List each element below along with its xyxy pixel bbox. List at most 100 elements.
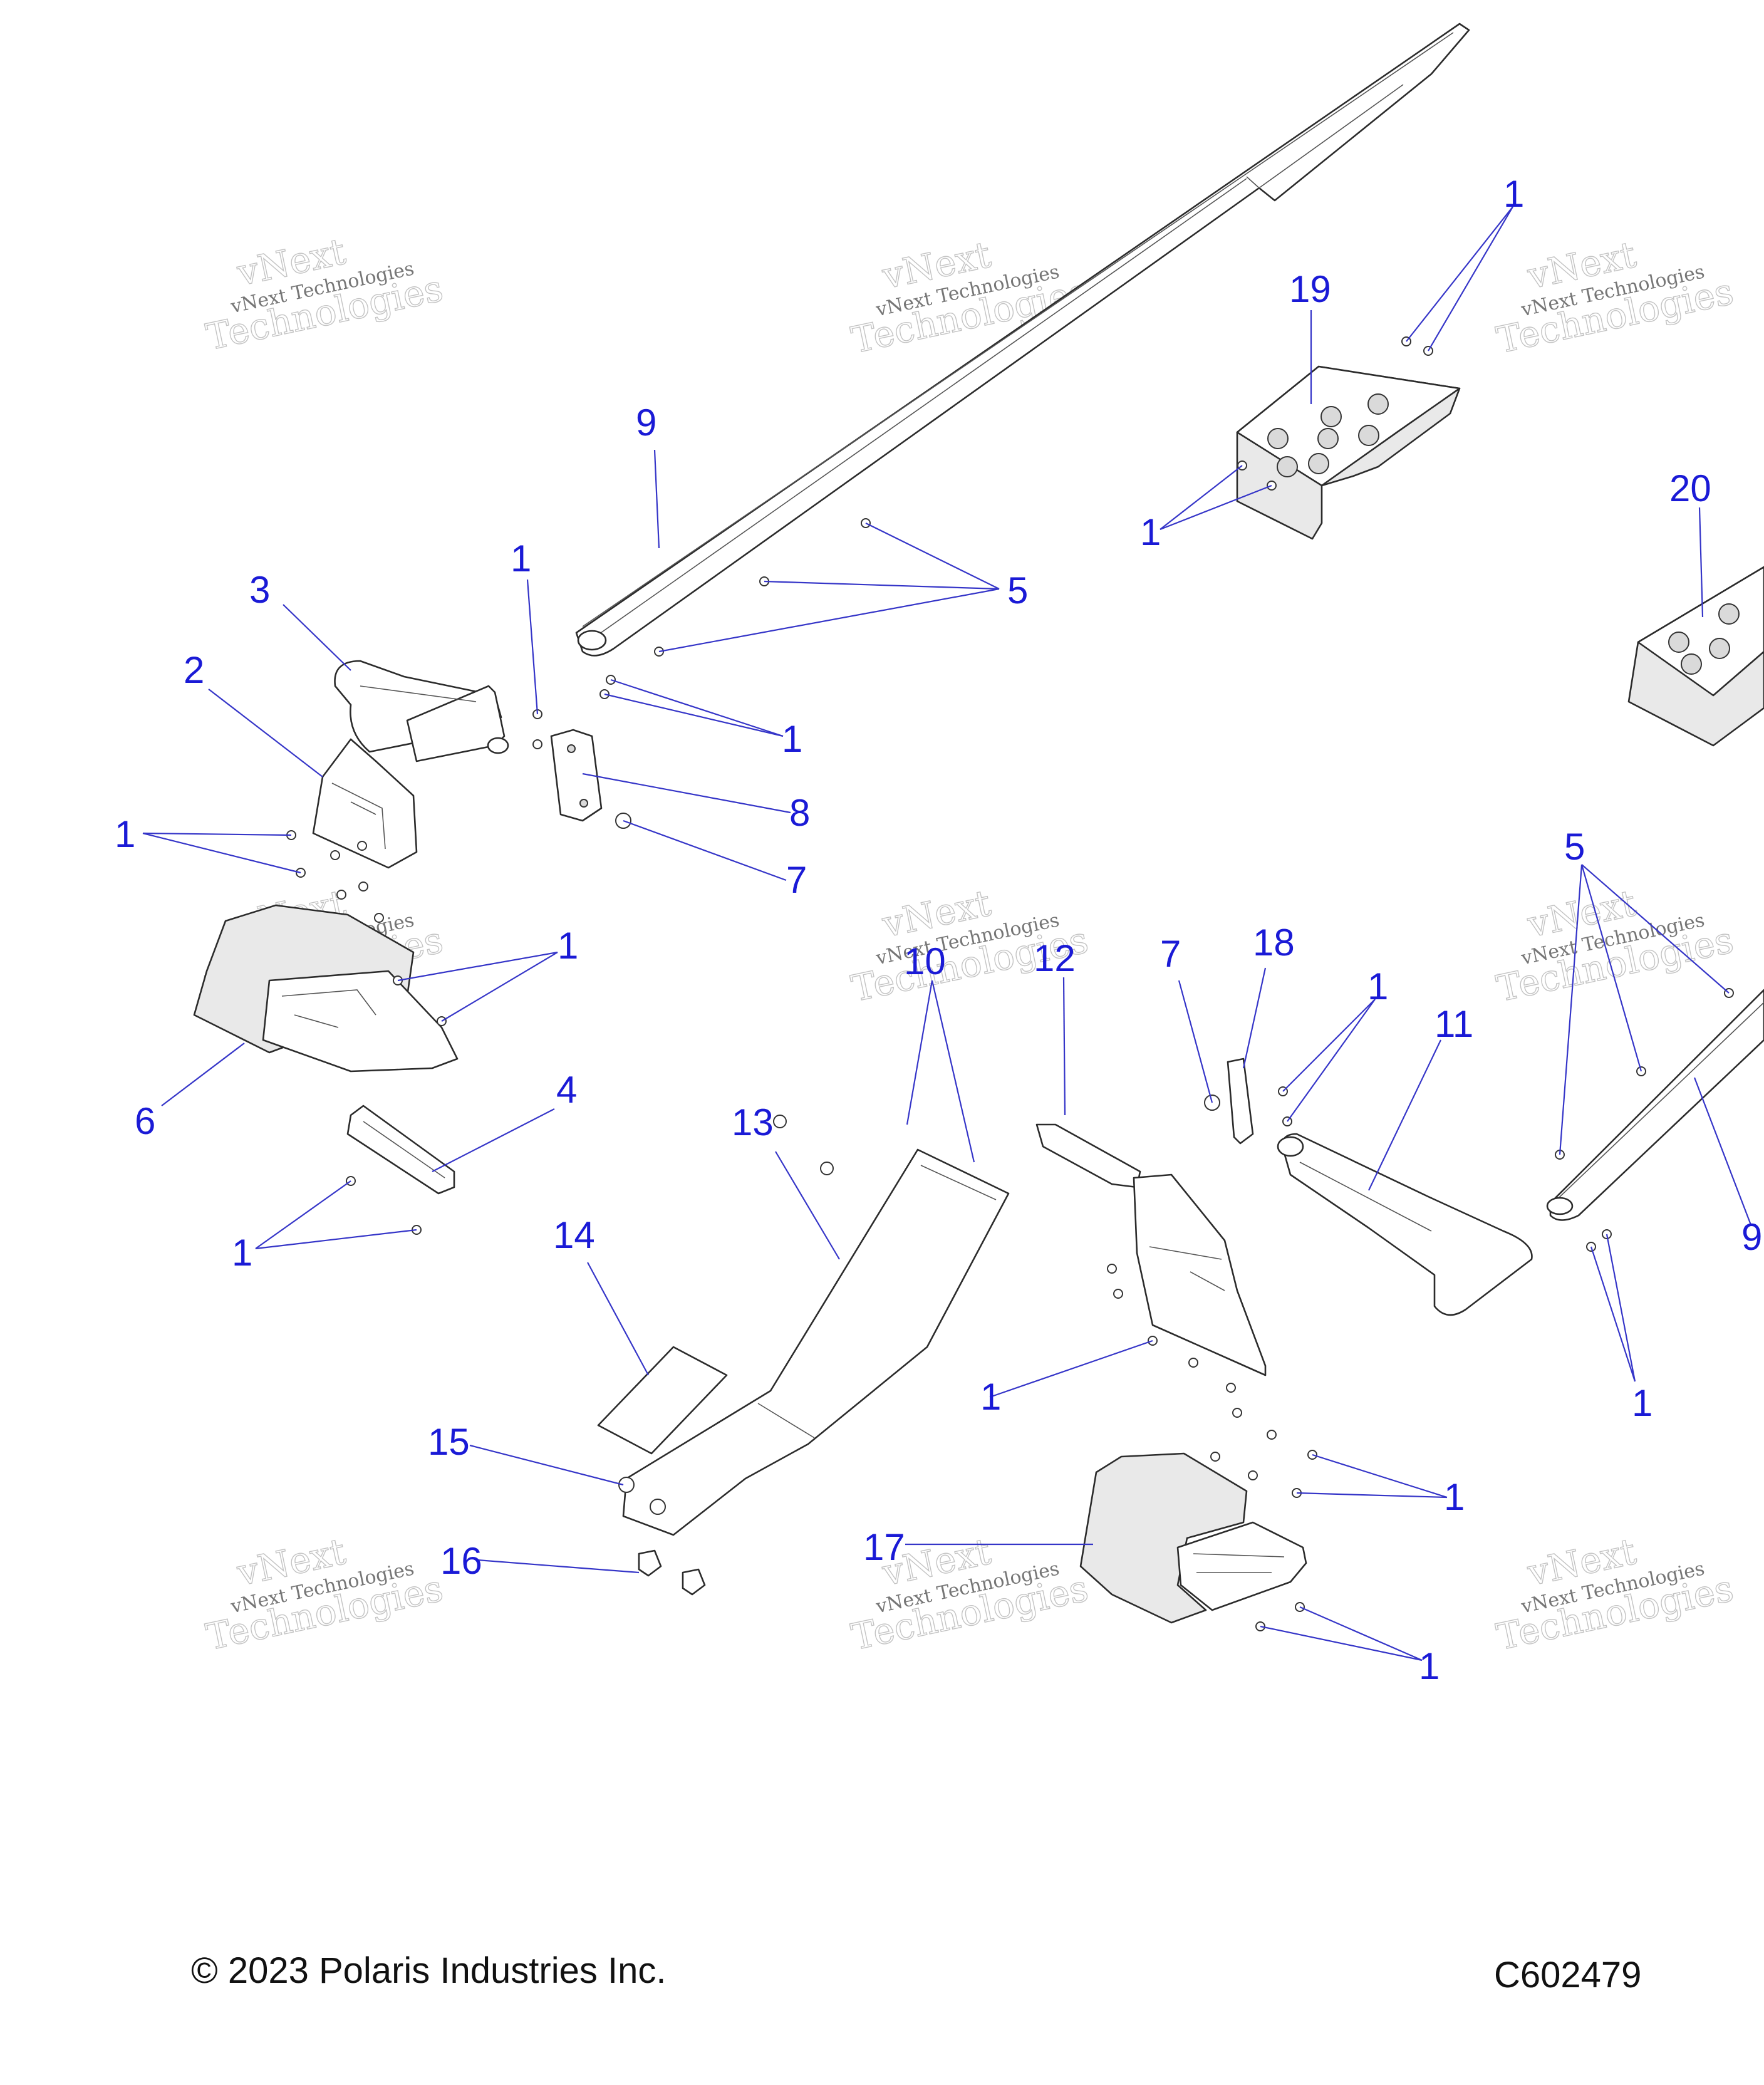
leader-line	[623, 819, 787, 881]
leader-line	[432, 1108, 555, 1172]
watermark: vNext vNext Technologies Technologies	[1493, 1529, 1738, 1659]
callout-label: 1	[1367, 965, 1388, 1007]
part-20-step-bracket	[1627, 566, 1764, 747]
leader-line	[931, 980, 975, 1163]
leader-line	[1428, 206, 1513, 351]
leader-line	[764, 580, 1000, 590]
watermark-group: vNext vNext Technologies Technologies vN…	[202, 229, 1738, 1659]
callout-label: 18	[1253, 922, 1295, 964]
part-4-angle-bracket	[346, 1105, 455, 1195]
part-14-decal	[597, 1346, 728, 1455]
part-13-floor-plate	[622, 1148, 1010, 1536]
callout-labels: 1 1 1 1 1 1 1 1 1 1 1 1 1 2 3 4 5 5 6 7 …	[115, 173, 1762, 1687]
leader-line	[255, 1180, 351, 1249]
callout-label: 14	[553, 1214, 595, 1256]
part-11-grab-handle	[1277, 1133, 1533, 1316]
part-19-step-bracket	[1236, 365, 1461, 540]
leader-line	[1559, 864, 1583, 1155]
part-9-rail-upper	[575, 23, 1470, 657]
screw-icon	[1248, 1470, 1258, 1480]
screw-icon	[336, 890, 346, 900]
leader-line	[1242, 967, 1267, 1069]
screw-icon	[357, 841, 367, 851]
leader-line	[1287, 999, 1376, 1122]
leader-line	[906, 980, 933, 1125]
screw-icon	[820, 1162, 834, 1175]
leader-line	[610, 679, 784, 737]
callout-label: 11	[1435, 1003, 1473, 1045]
leader-line	[658, 588, 1000, 653]
callout-label: 1	[980, 1376, 1001, 1418]
leader-line	[1160, 484, 1272, 531]
leader-line	[1312, 1453, 1448, 1499]
callout-label: 1	[1419, 1645, 1440, 1687]
screw-icon	[358, 881, 368, 892]
callout-label: 1	[511, 538, 531, 580]
callout-label: 1	[782, 718, 802, 760]
callout-label: 15	[428, 1421, 470, 1463]
screw-icon	[1188, 1358, 1198, 1368]
watermark: vNext vNext Technologies Technologies	[202, 1529, 447, 1659]
diagram-code: C602479	[1494, 1955, 1641, 1995]
leader-line	[526, 579, 539, 715]
leader-line	[1178, 980, 1213, 1103]
leader-line	[1590, 1246, 1636, 1382]
callout-label: 17	[863, 1526, 905, 1568]
bolt-icon	[618, 1477, 635, 1493]
callout-label: 1	[1140, 511, 1161, 553]
leader-line	[283, 604, 351, 671]
watermark: vNext vNext Technologies Technologies	[1493, 881, 1738, 1011]
leader-line	[1580, 864, 1642, 1072]
callout-label: 6	[135, 1100, 155, 1142]
leader-line	[1160, 465, 1243, 530]
leader-line	[1606, 1234, 1636, 1382]
part-17-footrest-bracket	[1079, 1452, 1307, 1624]
callout-label: 4	[556, 1069, 577, 1111]
callout-label: 20	[1669, 467, 1711, 509]
leader-line	[1062, 977, 1066, 1116]
leader-line	[865, 523, 1000, 590]
leader-line	[1693, 1077, 1752, 1225]
part-12-mount-plate	[1035, 1123, 1267, 1376]
callout-label: 1	[1503, 173, 1524, 215]
leader-line	[1698, 507, 1704, 618]
watermark: vNext vNext Technologies Technologies	[848, 232, 1092, 362]
part-18-small-bracket	[1227, 1058, 1254, 1145]
copyright-text: © 2023 Polaris Industries Inc.	[191, 1950, 666, 1991]
leader-lines	[142, 206, 1752, 1661]
leader-line	[604, 693, 784, 737]
callout-label: 9	[1741, 1216, 1762, 1258]
part-9-rail-lower	[1546, 989, 1764, 1221]
leader-line	[1368, 1039, 1441, 1191]
callout-label: 13	[732, 1101, 774, 1143]
watermark: vNext vNext Technologies Technologies	[1493, 232, 1738, 362]
watermark: vNext vNext Technologies Technologies	[848, 881, 1092, 1011]
leader-line	[1581, 864, 1730, 994]
callout-label: 1	[115, 813, 135, 855]
leader-line	[1282, 999, 1376, 1092]
watermark: vNext vNext Technologies Technologies	[202, 229, 447, 359]
leader-line	[397, 951, 558, 982]
leader-line	[582, 772, 791, 814]
callout-label: 9	[636, 402, 656, 444]
leader-line	[469, 1444, 624, 1486]
screw-icon	[1267, 1430, 1277, 1440]
leader-line	[1296, 1492, 1448, 1499]
part-8-small-bracket	[550, 729, 603, 822]
callout-label: 1	[558, 925, 578, 967]
leader-line	[989, 1339, 1153, 1398]
screw-icon	[1232, 1408, 1242, 1418]
callout-label: 5	[1007, 569, 1028, 611]
callout-label: 7	[786, 859, 807, 901]
screw-icon	[330, 850, 340, 860]
callout-label: 7	[1160, 933, 1181, 975]
part-2-mount-plate	[312, 738, 418, 869]
screw-icon	[532, 739, 542, 749]
leader-line	[587, 1262, 649, 1376]
screw-icon	[374, 913, 384, 923]
bolt-icon	[650, 1499, 666, 1515]
callout-label: 12	[1034, 937, 1076, 979]
screw-icon	[773, 1115, 787, 1128]
leader-line	[142, 832, 301, 874]
